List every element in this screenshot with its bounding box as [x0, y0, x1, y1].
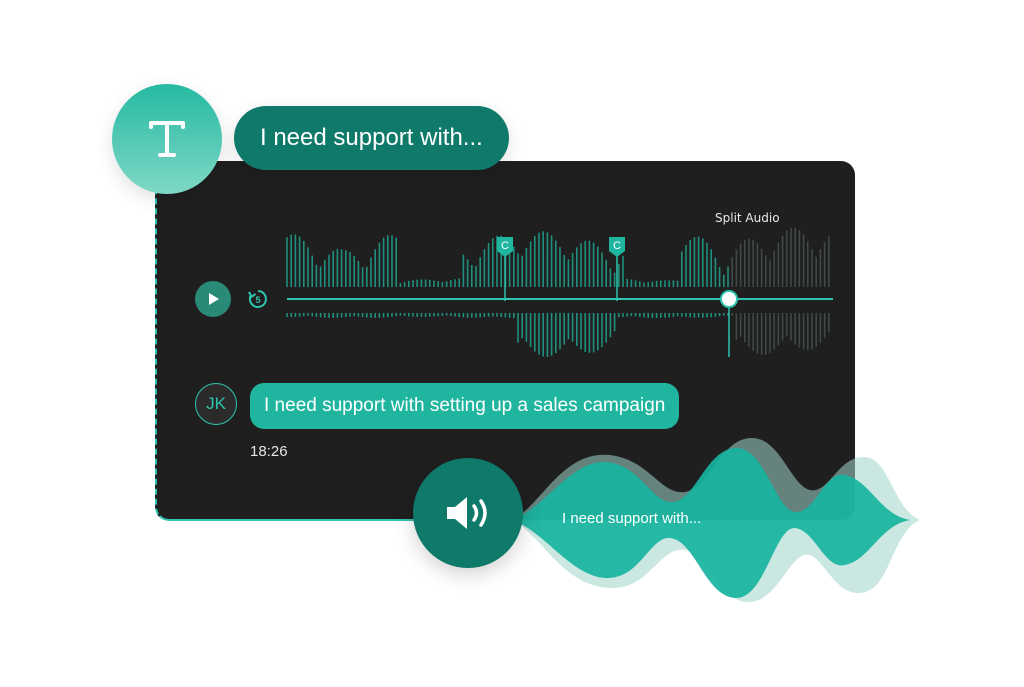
- replay-5-icon: 5: [248, 290, 267, 308]
- marker-label: C: [613, 240, 621, 252]
- split-audio-label[interactable]: Split Audio: [715, 211, 780, 225]
- svg-text:5: 5: [255, 295, 260, 305]
- message-bubble: I need support with setting up a sales c…: [250, 383, 680, 429]
- audio-transcript-panel: Split Audio C C 5 JK I need support with…: [155, 161, 855, 521]
- marker-label: C: [501, 240, 509, 252]
- speaker-icon: [447, 497, 487, 529]
- play-icon: [209, 293, 219, 305]
- text-format-button[interactable]: [112, 84, 222, 194]
- message-timestamp: 18:26: [250, 443, 288, 460]
- prompt-bubble: I need support with...: [234, 106, 509, 170]
- marker-c-2[interactable]: C: [609, 237, 625, 257]
- play-button[interactable]: [195, 281, 231, 317]
- voice-waveform: [510, 437, 920, 603]
- audio-waveform[interactable]: C C: [157, 161, 855, 521]
- voice-caption: I need support with...: [562, 510, 702, 527]
- replay-5-button[interactable]: 5: [247, 288, 269, 310]
- playhead-handle[interactable]: [720, 290, 738, 308]
- text-format-icon: [149, 121, 185, 157]
- speaker-button[interactable]: [413, 458, 523, 568]
- marker-c-1[interactable]: C: [497, 237, 513, 257]
- avatar: JK: [195, 383, 237, 425]
